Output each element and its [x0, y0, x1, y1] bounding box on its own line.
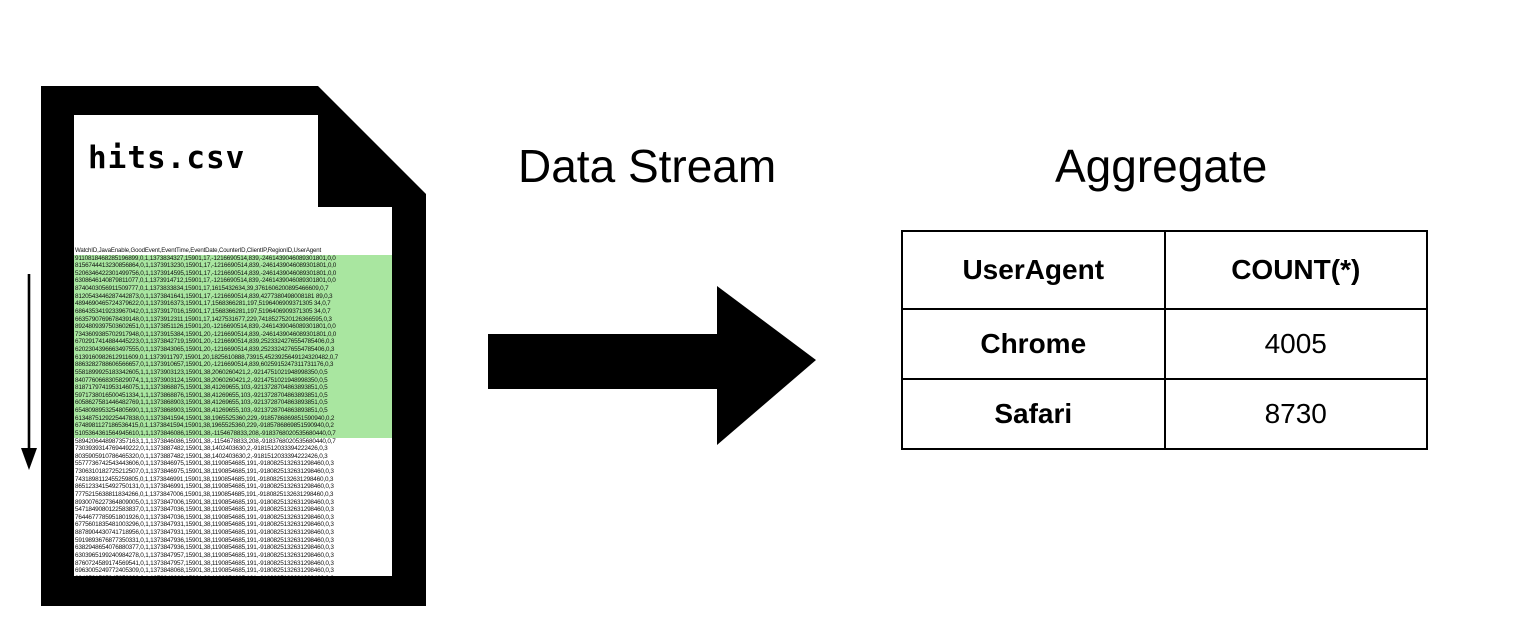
csv-data-row: 7431898112455259805,0,1,1373846991,15901… [75, 475, 334, 483]
csv-data-row: 6308646140879811077,0,1,1373914712,15901… [74, 277, 392, 286]
cell-useragent: Chrome [901, 308, 1166, 380]
csv-data-row: 6058627581446482769,1,1,1373868903,15901… [74, 399, 392, 408]
cell-count: 4005 [1163, 308, 1428, 380]
csv-data-row: 8760724589174569541,0,1,1373847957,15901… [75, 559, 334, 567]
csv-data-row: 6139160982612911609,0,1,1373911797,15901… [74, 353, 392, 362]
csv-data-row: 7343609385702917948,0,1,1373915384,15901… [74, 330, 392, 339]
csv-data-row: 8156744413230856864,0,1,1373913230,15901… [74, 262, 392, 270]
csv-data-row: 8187179741953146075,1,1,1373868875,15901… [74, 384, 392, 392]
result-table-head: UserAgent COUNT(*) [901, 230, 1428, 310]
csv-data-row: 6775601835481003296,0,1,1373847931,15901… [75, 521, 334, 529]
csv-data-row: 5206346422301499756,0,1,1373914595,15901… [74, 269, 392, 278]
downward-scan-arrow [12, 268, 48, 480]
scan-arrow-head [21, 448, 37, 470]
csv-data-row: 7775215638811834266,0,1,1373847006,15901… [75, 490, 334, 498]
csv-data-row: 6963005249772405309,0,1,1373848068,15901… [75, 567, 334, 575]
csv-data-row: 6702917414884445223,0,1,1373842719,15901… [74, 338, 392, 347]
csv-data-row: 8740403056911509777,0,1,1373833834,15901… [74, 285, 392, 293]
cell-count: 8730 [1163, 378, 1428, 450]
csv-data-row: 7644677785951801926,0,1,1373847036,15901… [75, 513, 334, 521]
csv-data-row: 6748981127186536415,0,1,1373841594,15901… [74, 422, 392, 430]
document-white-page: hits.csv WatchID,JavaEnable,GoodEvent,Ev… [74, 115, 392, 576]
csv-data-row: 5919893676877350331,0,1,1373847936,15901… [75, 536, 334, 544]
csv-data-row: 5577736742543443606,0,1,1373846975,15901… [75, 460, 334, 468]
aggregate-result-table: UserAgent COUNT(*) Chrome 4005 Safari 87… [901, 230, 1428, 450]
aggregate-label: Aggregate [1055, 140, 1268, 192]
csv-data-row: 5105364361564945610,1,1,1373846086,15901… [74, 429, 392, 438]
csv-data-row: 6382948654076880377,0,1,1373847936,15901… [75, 544, 334, 552]
csv-data-row: 8878904430741718956,0,1,1373847931,15901… [75, 529, 334, 537]
csv-header-row: WatchID,JavaEnable,GoodEvent,EventTime,E… [75, 247, 321, 254]
csv-data-row: 6303965199240984278,0,1,1373847957,15901… [75, 551, 334, 559]
csv-data-row: 8930076227364809005,0,1,1373847006,15901… [75, 498, 334, 506]
rightward-flow-arrow [485, 286, 819, 452]
table-row: Chrome 4005 [901, 308, 1428, 380]
csv-data-row: 4894690465724379622,0,1,1373916373,15901… [74, 300, 392, 308]
csv-data-row: 6202304396663497555,0,1,1373843065,15901… [74, 346, 392, 354]
csv-document[interactable]: hits.csv WatchID,JavaEnable,GoodEvent,Ev… [41, 86, 426, 606]
document-filename-label: hits.csv [88, 140, 246, 176]
flow-arrow-polygon [488, 286, 816, 445]
csv-data-row: 5471849080122583837,0,1,1373847036,15901… [75, 506, 334, 514]
flow-arrow-svg [488, 286, 816, 445]
table-header-row: UserAgent COUNT(*) [901, 230, 1428, 310]
csv-data-row: 6134875129225447838,0,1,1373841594,15901… [74, 414, 392, 423]
csv-data-row: 8035905910786465320,0,1,1373887482,15901… [75, 452, 328, 460]
csv-data-row: 8651233415492750131,0,1,1373846991,15901… [75, 483, 334, 491]
csv-data-row: 6864353419233967042,0,1,1373917016,15901… [74, 307, 392, 316]
csv-data-row: 9110818468285196899,0,1,1373834327,15901… [74, 254, 392, 263]
csv-data-row: 6548098953254805690,1,1,1373868903,15901… [74, 407, 392, 415]
cell-useragent: Safari [901, 378, 1166, 450]
csv-data-row: 8407760668305829074,1,1,1373903124,15901… [74, 376, 392, 385]
table-row: Safari 8730 [901, 378, 1428, 450]
csv-data-row: 5581899925183342605,1,1,1373903123,15901… [74, 368, 392, 377]
scan-arrow-svg [21, 274, 37, 470]
csv-data-row: 8120543446287442873,0,1,1373841641,15901… [74, 292, 392, 301]
csv-data-row: 7306310182725212507,0,1,1373846975,15901… [75, 468, 334, 476]
csv-data-row: 5894206448987357163,1,1,1373846086,15901… [75, 437, 336, 445]
csv-data-row: 8924809397503602651,0,1,1373851126,15901… [74, 323, 392, 331]
csv-content-block: WatchID,JavaEnable,GoodEvent,EventTime,E… [74, 247, 392, 576]
csv-data-row: 6635790769678439148,0,1,1373912311,15901… [74, 315, 392, 324]
result-table-body: Chrome 4005 Safari 8730 [901, 308, 1428, 450]
data-stream-label: Data Stream [518, 140, 777, 192]
csv-data-rows: 9110818468285196899,0,1,1373834327,15901… [74, 254, 392, 576]
csv-data-row: 5971738016500451334,1,1,1373868876,15901… [74, 391, 392, 400]
csv-data-row: 7303939314769449222,0,1,1373887482,15901… [75, 445, 328, 453]
result-table: UserAgent COUNT(*) Chrome 4005 Safari 87… [901, 230, 1428, 450]
csv-data-row: 8943501585945358300,0,1,1373848068,15901… [74, 575, 392, 576]
column-header-useragent: UserAgent [901, 230, 1166, 310]
csv-data-row: 8863282788606566657,0,1,1373910657,15901… [74, 361, 392, 369]
column-header-count: COUNT(*) [1163, 230, 1428, 310]
